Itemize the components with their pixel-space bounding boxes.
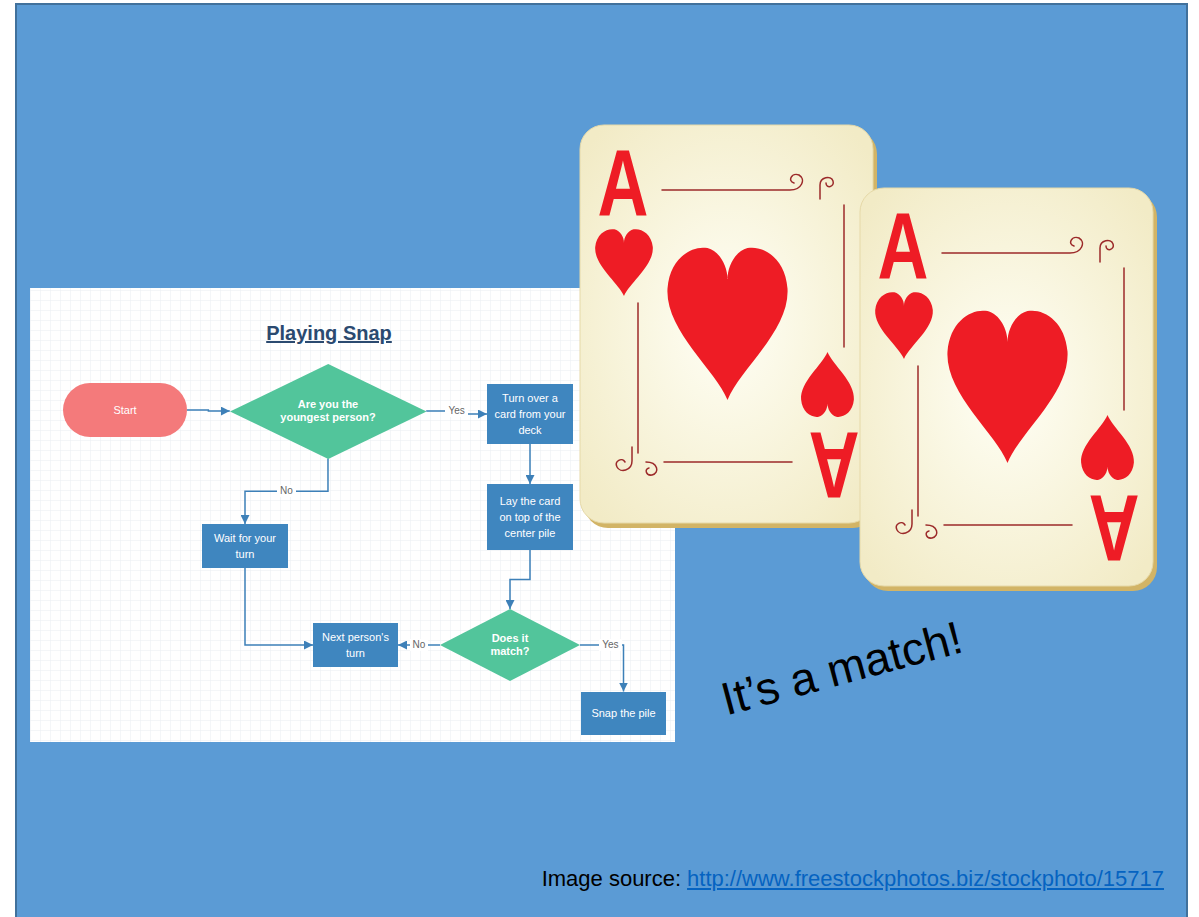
node-label: Snap the pile: [591, 705, 655, 721]
edge-label: Yes: [445, 405, 467, 417]
source-note: Image source:: [542, 866, 681, 892]
node-label: Does it match?: [480, 632, 540, 658]
card-rank: A: [1077, 480, 1152, 574]
diamond-shape: [440, 609, 580, 681]
node-label: Wait for your turn: [208, 530, 282, 562]
diamond-shape: [230, 364, 426, 459]
flow-arrow: [245, 568, 313, 645]
edge-label: No: [277, 485, 296, 497]
edge-label: Yes: [599, 639, 621, 651]
card-rank: A: [866, 200, 941, 294]
ace-of-hearts-card: [860, 188, 1157, 591]
decision-diamond: Are you the youngest person?: [230, 364, 426, 459]
node-label: Turn over a card from your deck: [493, 390, 567, 438]
card-rank: A: [797, 417, 872, 511]
flow-arrow: [529, 444, 531, 484]
flowchart-grid: [30, 288, 675, 742]
decision-diamond: Does it match?: [440, 609, 580, 681]
process-box: Next person's turn: [313, 623, 398, 667]
diagram-title: Playing Snap: [129, 321, 529, 345]
card-rank: A: [586, 137, 661, 231]
node-label: Next person's turn: [319, 629, 392, 661]
flowchart-panel: [30, 288, 675, 742]
node-label: Lay the card on top of the center pile: [493, 493, 567, 541]
flow-arrow: [580, 645, 624, 692]
ace-of-hearts-card: [580, 125, 877, 528]
flow-arrow: [510, 550, 530, 609]
flow-arrow: [245, 459, 328, 525]
caption-note: It’s a match!: [716, 610, 969, 726]
slide-background: [16, 4, 1187, 917]
process-box: Wait for your turn: [202, 524, 288, 568]
node-label: Start: [113, 404, 136, 417]
process-box: Lay the card on top of the center pile: [487, 484, 573, 550]
edge-label: No: [410, 639, 429, 651]
node-label: Are you the youngest person?: [272, 398, 384, 424]
process-box: Turn over a card from your deck: [487, 384, 573, 444]
process-box: Snap the pile: [581, 692, 666, 735]
source-link: http://www.freestockphotos.biz/stockphot…: [687, 866, 1164, 892]
start-terminal: Start: [63, 383, 187, 437]
flow-arrow: [187, 410, 230, 411]
